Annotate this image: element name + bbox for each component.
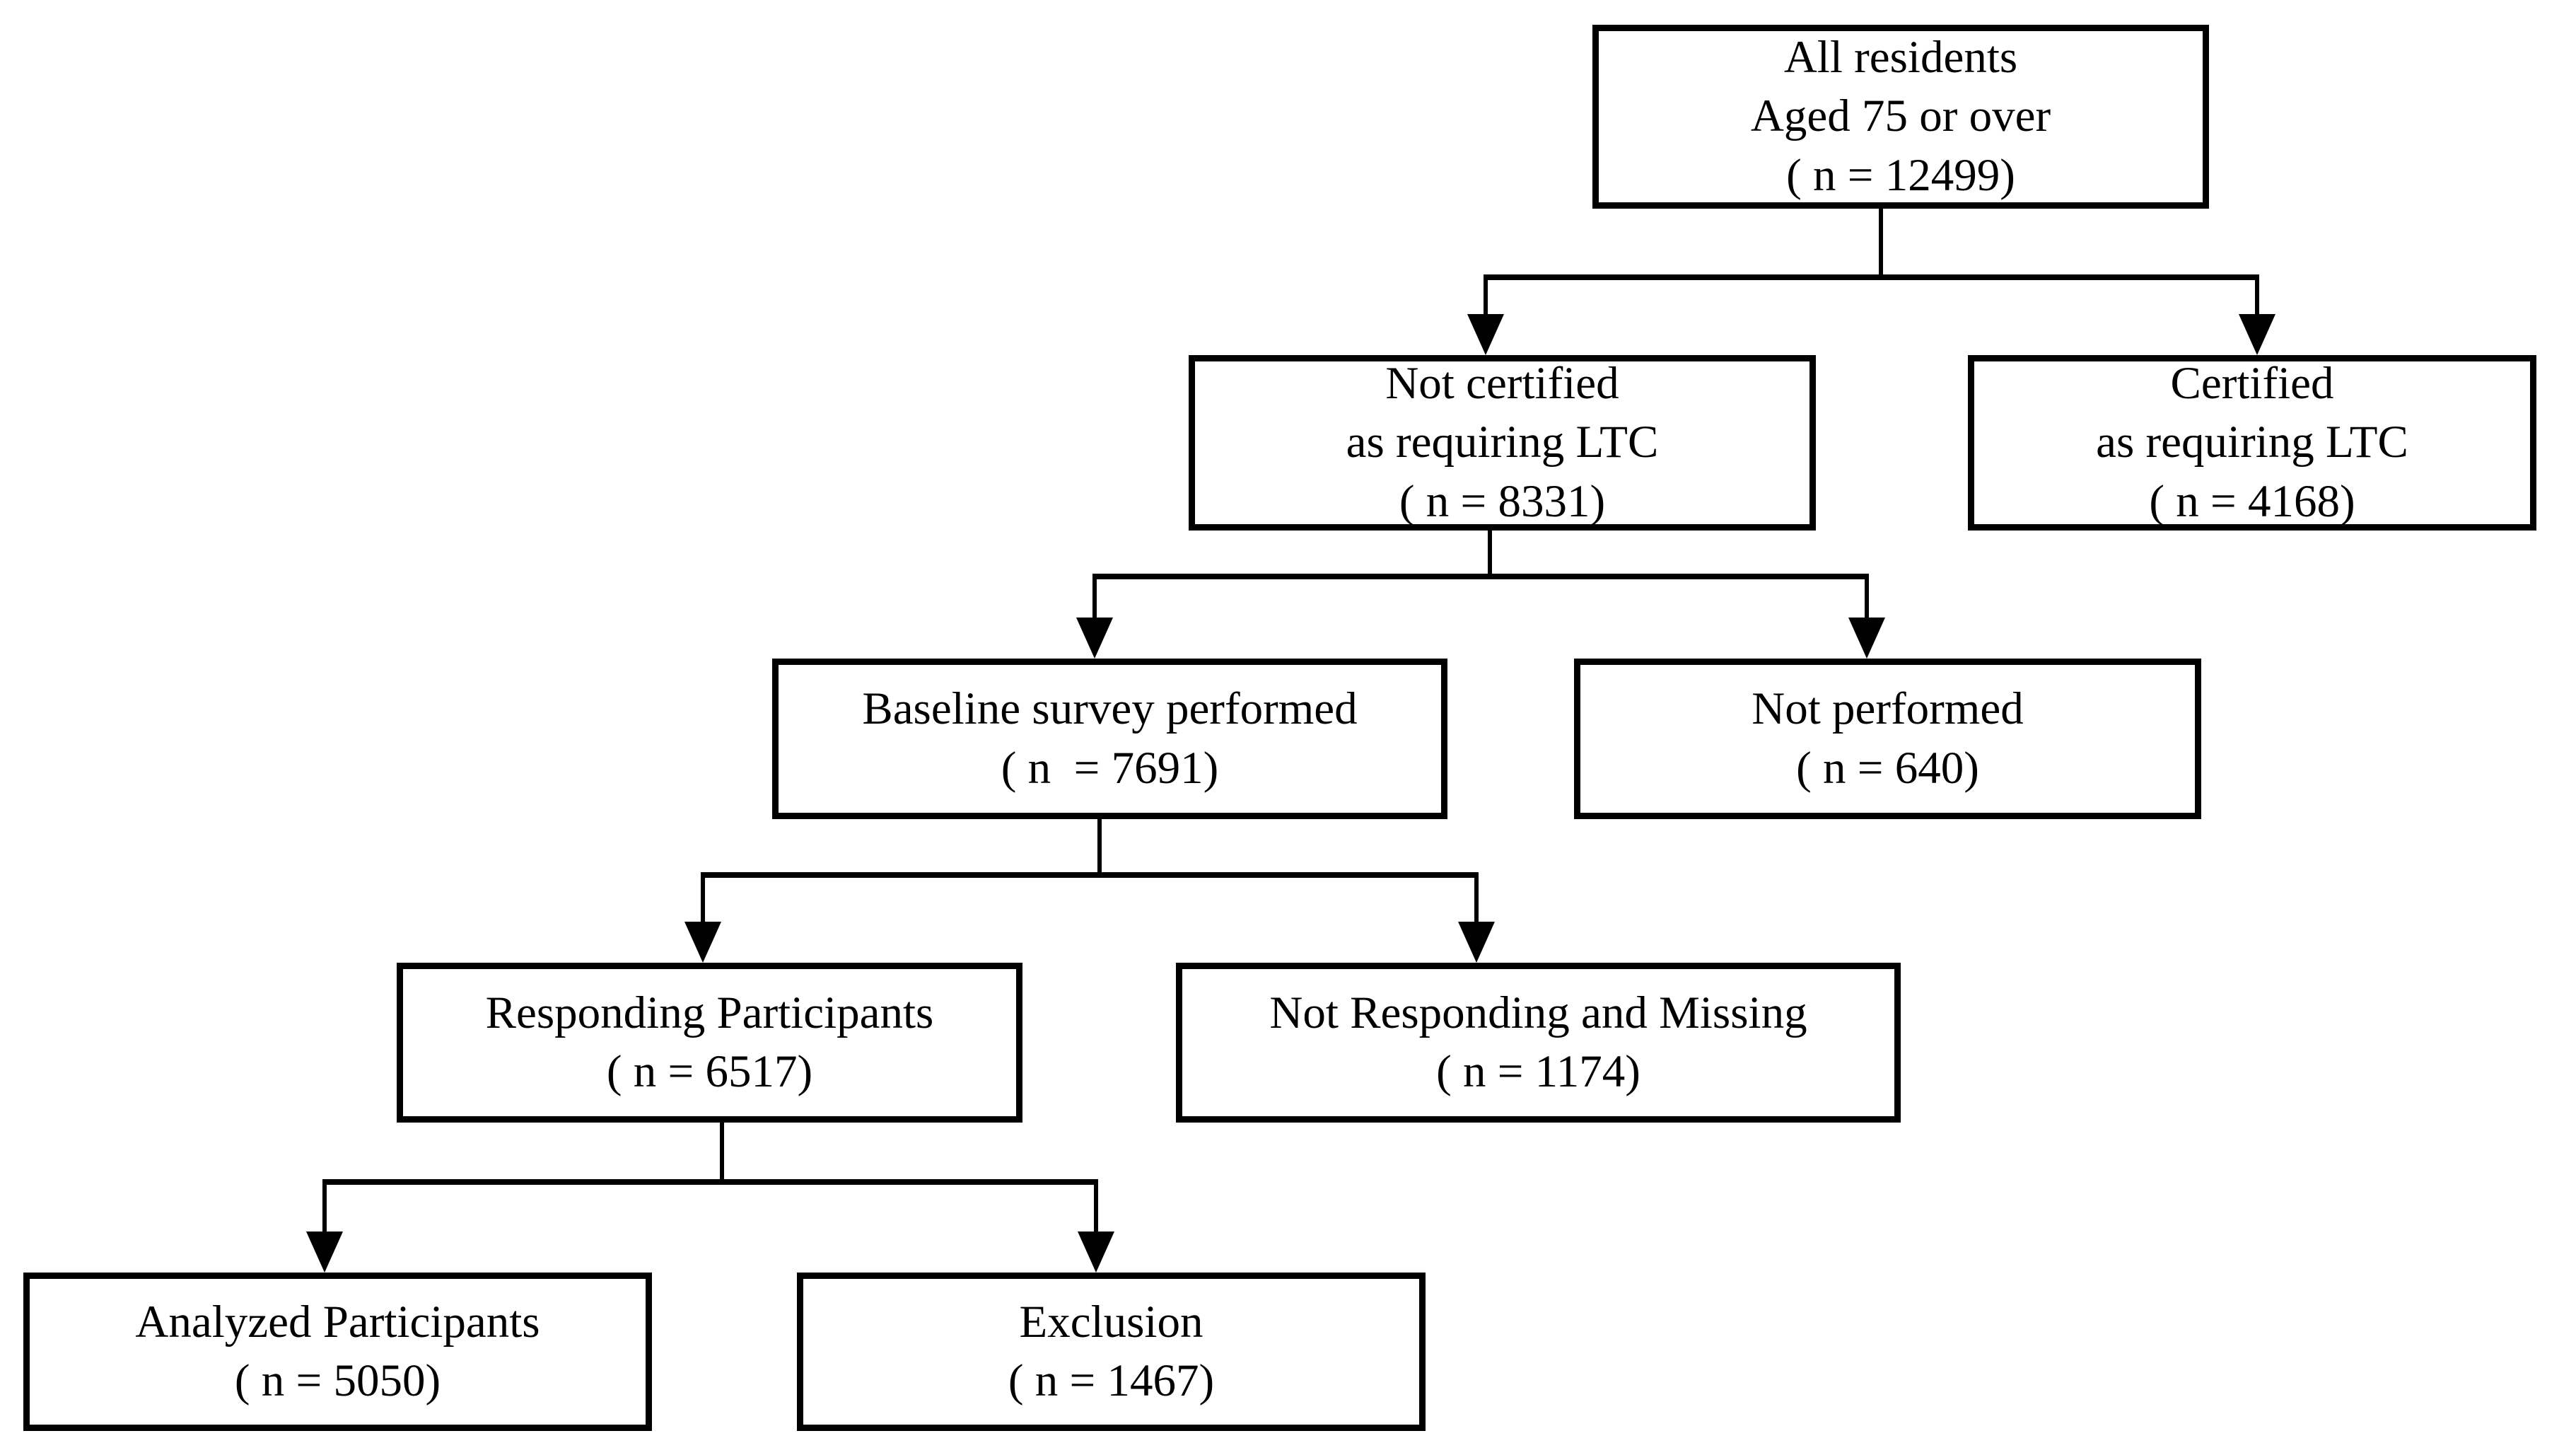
node-not-certified: Not certified as requiring LTC ( n = 833…	[1189, 355, 1816, 531]
node-baseline-survey: Baseline survey performed ( n = 7691)	[772, 659, 1447, 819]
node-count: ( n = 4168)	[2149, 475, 2355, 527]
node-exclusion: Exclusion ( n = 1467)	[797, 1273, 1426, 1431]
arrow-down-icon	[1078, 1232, 1114, 1273]
node-label: Responding Participants	[485, 987, 934, 1038]
node-certified: Certified as requiring LTC ( n = 4168)	[1968, 355, 2536, 531]
node-label: as requiring LTC	[2096, 417, 2408, 468]
node-count: ( n = 12499)	[1786, 149, 2015, 201]
arrow-down-icon	[2239, 314, 2275, 355]
node-label: Certified	[2170, 358, 2334, 410]
node-count: ( n = 5050)	[234, 1355, 441, 1406]
connector-not-certified-branch	[1076, 531, 1885, 659]
arrow-down-icon	[306, 1232, 343, 1273]
node-label: Exclusion	[1019, 1296, 1204, 1348]
node-label: Baseline survey performed	[862, 683, 1358, 735]
connector-responding-branch	[306, 1123, 1114, 1273]
node-count: ( n = 6517)	[606, 1046, 813, 1097]
node-label: Aged 75 or over	[1750, 91, 2051, 142]
node-count: ( n = 1467)	[1008, 1355, 1215, 1406]
node-count: ( n = 640)	[1796, 742, 1979, 794]
node-label: Not performed	[1752, 683, 2024, 735]
node-count: ( n = 7691)	[1001, 742, 1219, 794]
node-responding: Responding Participants ( n = 6517)	[397, 963, 1022, 1123]
node-label: Analyzed Participants	[135, 1296, 540, 1348]
connector-all-residents-branch	[1467, 209, 2275, 355]
node-analyzed: Analyzed Participants ( n = 5050)	[23, 1273, 652, 1431]
node-not-performed: Not performed ( n = 640)	[1574, 659, 2201, 819]
arrow-down-icon	[1458, 922, 1495, 963]
node-count: ( n = 8331)	[1399, 475, 1606, 527]
node-label: All residents	[1783, 32, 2018, 83]
node-not-responding: Not Responding and Missing ( n = 1174)	[1176, 963, 1901, 1123]
arrow-down-icon	[684, 922, 721, 963]
node-label: Not certified	[1385, 358, 1619, 410]
arrow-down-icon	[1848, 618, 1885, 659]
arrow-down-icon	[1467, 314, 1504, 355]
connector-baseline-branch	[684, 819, 1495, 963]
node-label: as requiring LTC	[1346, 417, 1659, 468]
node-count: ( n = 1174)	[1436, 1046, 1640, 1097]
node-label: Not Responding and Missing	[1269, 987, 1807, 1038]
arrow-down-icon	[1076, 618, 1113, 659]
node-all-residents: All residents Aged 75 or over ( n = 1249…	[1592, 25, 2209, 209]
